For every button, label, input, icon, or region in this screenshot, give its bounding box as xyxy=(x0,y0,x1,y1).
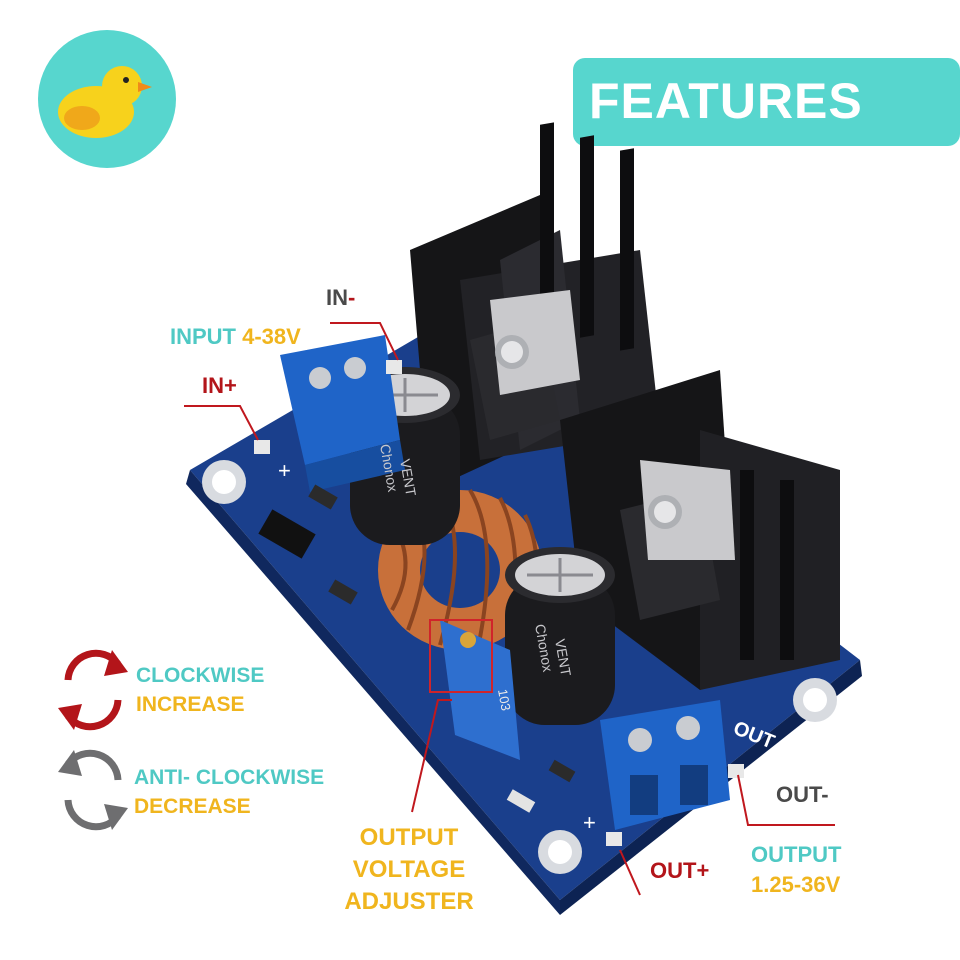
regulator-chip xyxy=(470,290,580,440)
in-plus-callout-line xyxy=(184,405,259,441)
duck-icon xyxy=(58,66,152,138)
capacitor-output xyxy=(505,547,615,725)
cap-series-input: VENT xyxy=(397,458,419,498)
out-minus-label: OUT- xyxy=(770,782,835,808)
out-plus-pad xyxy=(606,832,622,846)
adjuster-label: OUTPUT VOLTAGE ADJUSTER xyxy=(344,822,474,918)
mounting-hole xyxy=(793,678,837,722)
adjuster-callout-line xyxy=(411,699,452,813)
in-plus-pad xyxy=(254,440,270,454)
smd-resistor xyxy=(548,759,576,783)
anti-clockwise-label: ANTI- CLOCKWISE xyxy=(134,766,325,789)
in-minus-pad xyxy=(386,360,402,374)
input-terminal-block xyxy=(280,335,405,492)
in-minus-callout-line xyxy=(330,322,399,361)
out-minus-callout-line xyxy=(737,774,835,826)
out-plus-callout-line xyxy=(619,849,641,896)
pcb-edge xyxy=(186,470,560,915)
banner-title: FEATURES xyxy=(589,73,863,129)
diode xyxy=(258,509,316,559)
input-range: 4-38V xyxy=(242,324,301,349)
logo-circle xyxy=(38,30,176,168)
smd-resistor xyxy=(308,484,338,510)
clockwise-label: CLOCKWISE xyxy=(136,664,265,687)
output-label: OUTPUT 1.25-36V xyxy=(751,840,841,900)
adjuster-highlight-box xyxy=(429,619,493,693)
output-terminal-block xyxy=(600,700,730,830)
increase-label: INCREASE xyxy=(136,693,245,716)
potentiometer xyxy=(440,620,520,760)
mounting-hole xyxy=(538,830,582,874)
in-minus-prefix: IN xyxy=(326,285,348,310)
output-text: OUTPUT xyxy=(751,842,842,867)
cap-series-output: VENT xyxy=(552,638,574,678)
smd-resistor xyxy=(328,579,358,605)
adjuster-line2: VOLTAGE xyxy=(352,856,466,883)
adjuster-line3: ADJUSTER xyxy=(344,888,474,915)
decrease-label: DECREASE xyxy=(134,795,251,818)
silk-plus-in: + xyxy=(278,458,291,483)
features-banner: FEATURES xyxy=(573,58,960,146)
silk-plus-out: + xyxy=(583,810,596,835)
out-minus-pad xyxy=(728,764,744,778)
mounting-hole xyxy=(202,460,246,504)
adjuster-line1: OUTPUT xyxy=(359,824,459,851)
pot-code: 103 xyxy=(495,688,514,712)
anti-clockwise-arrows-icon xyxy=(58,749,128,831)
out-plus-label: OUT+ xyxy=(644,858,716,884)
in-minus-label: IN- xyxy=(326,285,355,311)
input-text: INPUT xyxy=(170,324,236,349)
led xyxy=(506,789,536,813)
regulator-chip xyxy=(620,460,735,620)
output-range: 1.25-36V xyxy=(751,872,841,897)
in-plus-label: IN+ xyxy=(202,373,237,398)
input-label: INPUT 4-38V xyxy=(164,324,307,350)
clockwise-arrows-icon xyxy=(58,649,128,731)
in-minus-sign: - xyxy=(348,285,356,310)
